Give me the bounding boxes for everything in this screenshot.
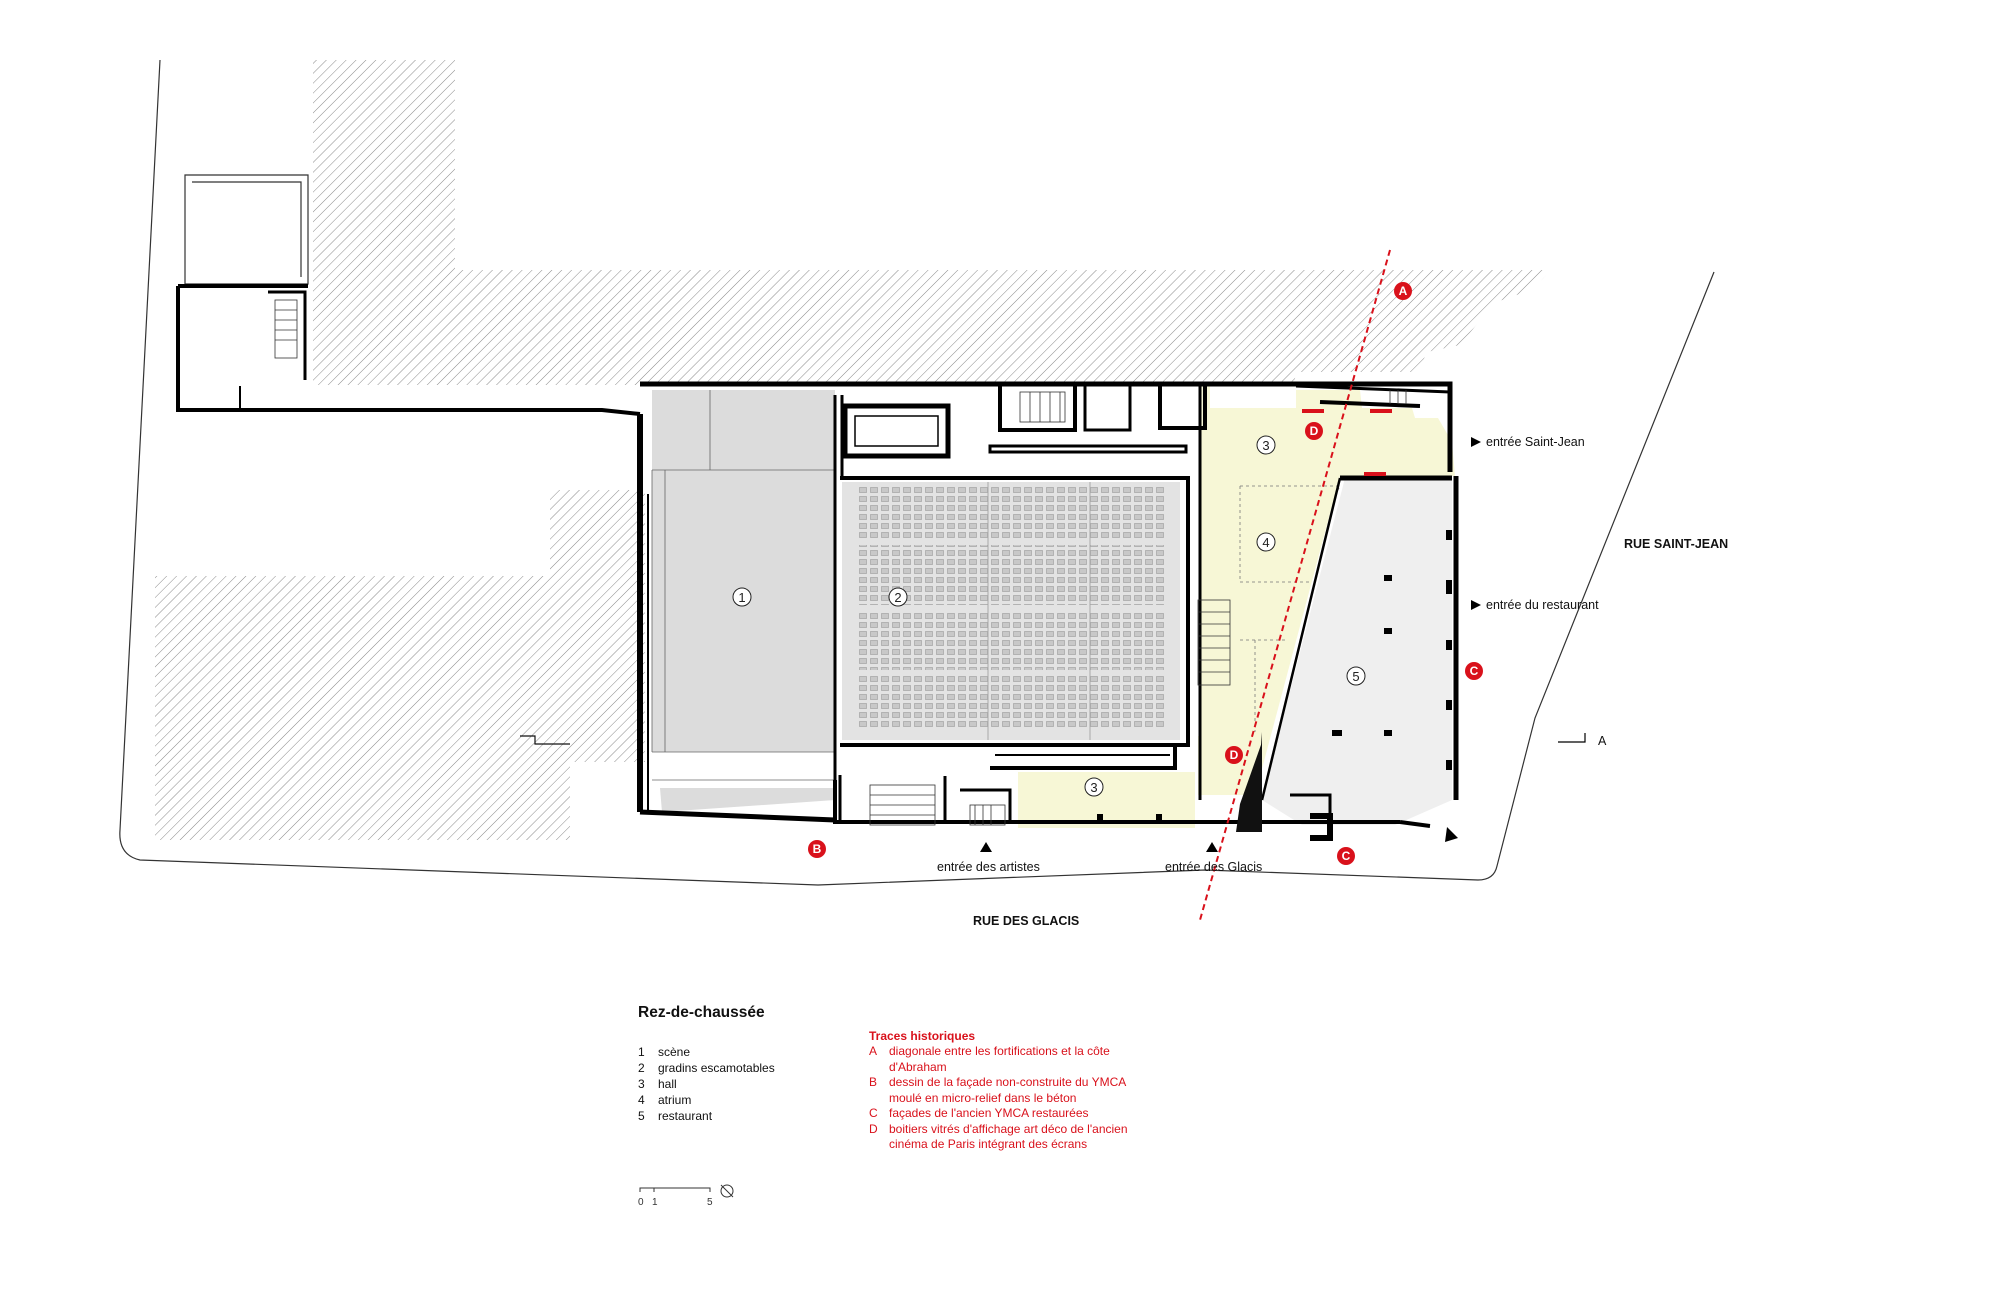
walls — [176, 284, 1459, 841]
marker-label: D — [1310, 424, 1319, 438]
historical-key: B — [869, 1075, 878, 1089]
legend-key: 5 — [638, 1109, 645, 1123]
legend-item: 4 atrium — [638, 1092, 775, 1108]
marker-label: C — [1342, 849, 1351, 863]
legend-key: 2 — [638, 1061, 645, 1075]
section-mark-label: A — [1598, 734, 1607, 748]
historical-text: moulé en micro-relief dans le béton — [889, 1090, 1077, 1105]
historical-text: diagonale entre les fortifications et la… — [889, 1044, 1110, 1058]
legend-label: gradins escamotables — [658, 1061, 775, 1075]
historical-key — [869, 1091, 889, 1107]
legend-item: 2 gradins escamotables — [638, 1060, 775, 1076]
stairs — [274, 299, 1407, 826]
historical-text: dessin de la façade non-construite du YM… — [889, 1075, 1127, 1089]
legend-key: 4 — [638, 1093, 645, 1107]
marker-label: A — [1399, 284, 1408, 298]
historical-text: d'Abraham — [889, 1059, 947, 1074]
atrium-zones — [1018, 386, 1455, 828]
section-mark: A — [1558, 733, 1607, 748]
legend-label: restaurant — [658, 1109, 713, 1123]
seating-rows — [856, 482, 1166, 740]
street-label-glacis: RUE DES GLACIS — [973, 914, 1079, 928]
historical-key: A — [869, 1044, 878, 1058]
north-arrow-icon — [720, 1184, 734, 1198]
entrance-label-artistes: entrée des artistes — [937, 860, 1040, 874]
historical-key — [869, 1060, 889, 1076]
marker-label: B — [813, 842, 822, 856]
legend-label: atrium — [658, 1093, 692, 1107]
entrance-arrows — [980, 437, 1481, 852]
room-number: 3 — [1262, 438, 1269, 453]
drawing-title: Rez-de-chaussée — [638, 1004, 765, 1021]
legend-key: 3 — [638, 1077, 645, 1091]
historical-legend-title: Traces historiques — [869, 1029, 976, 1043]
street-label-saint-jean: RUE SAINT-JEAN — [1624, 537, 1728, 551]
marker-label: D — [1230, 748, 1239, 762]
room-numbers: 1 2 3 4 5 3 — [732, 435, 1366, 797]
historic-diagonal-line — [1199, 249, 1391, 921]
legend-item: 1 scène — [638, 1044, 775, 1060]
legend-label: scène — [658, 1045, 691, 1059]
entrance-label-glacis: entrée des Glacis — [1165, 860, 1262, 874]
historical-text: cinéma de Paris intégrant des écrans — [889, 1137, 1088, 1151]
room-number: 1 — [738, 590, 745, 605]
neighbour-buildings — [155, 60, 1550, 840]
room-number: 2 — [894, 590, 901, 605]
historical-item: cinéma de Paris intégrant des écrans — [869, 1137, 1169, 1153]
historical-key: C — [869, 1106, 878, 1120]
room-number: 3 — [1090, 780, 1097, 795]
legend-label: hall — [658, 1077, 677, 1091]
legend-item: 3 hall — [638, 1076, 775, 1092]
entrance-label-saint-jean: entrée Saint-Jean — [1486, 435, 1585, 449]
display-boxes — [1302, 409, 1392, 476]
room-number: 4 — [1262, 535, 1269, 550]
historical-item: d'Abraham — [869, 1060, 1169, 1076]
legend-item: 5 restaurant — [638, 1108, 775, 1124]
historical-key: D — [869, 1121, 878, 1136]
scale-bar: 0 1 5 — [638, 1184, 734, 1208]
historical-text: boitiers vitrés d'affichage art déco de … — [889, 1121, 1128, 1136]
historical-key — [869, 1137, 889, 1153]
entrance-label-restaurant: entrée du restaurant — [1486, 598, 1599, 612]
scale-tick: 1 — [652, 1197, 658, 1208]
historical-markers: A B C C D D — [808, 282, 1483, 865]
historical-text: façades de l'ancien YMCA restaurées — [889, 1106, 1089, 1120]
restaurant-columns — [1097, 530, 1452, 822]
room-number: 5 — [1352, 669, 1359, 684]
stage-lines — [651, 390, 835, 781]
scale-tick: 0 — [638, 1197, 644, 1208]
historical-item: moulé en micro-relief dans le béton — [869, 1091, 1169, 1107]
scale-tick: 5 — [707, 1197, 713, 1208]
legend-key: 1 — [638, 1045, 645, 1059]
marker-label: C — [1470, 664, 1479, 678]
